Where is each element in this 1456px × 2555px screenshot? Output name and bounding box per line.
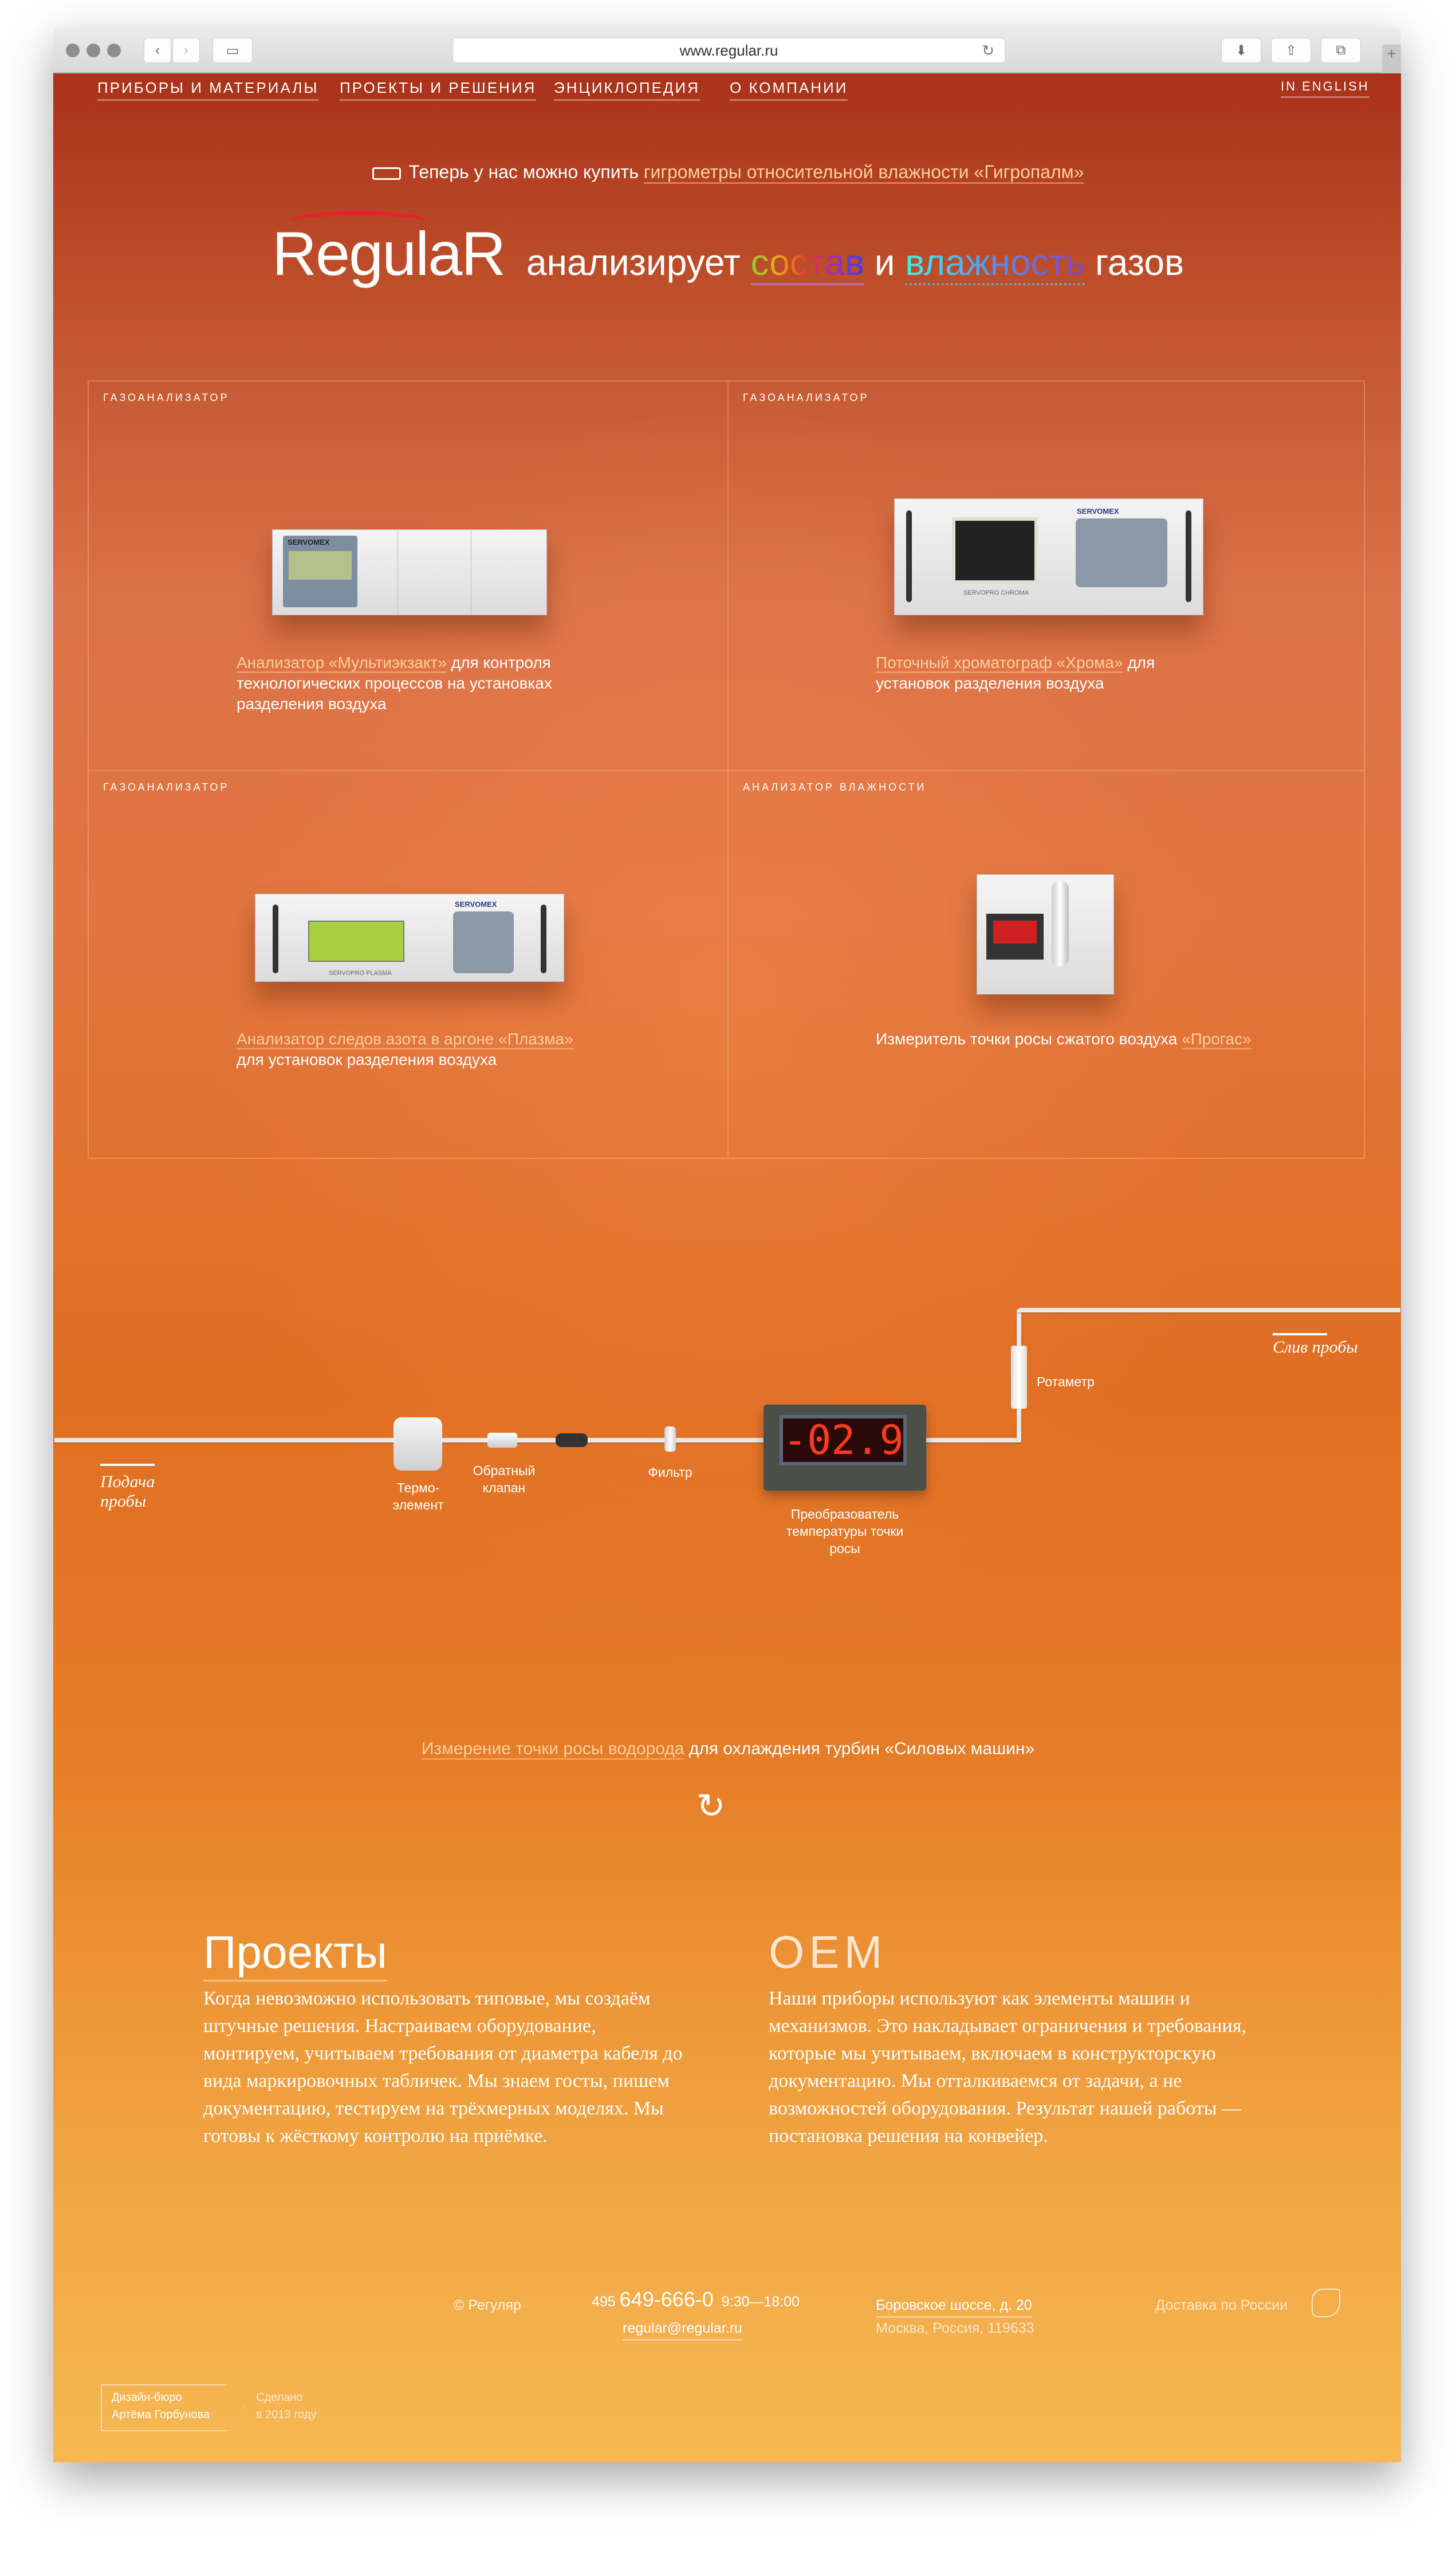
email-link[interactable]: regular@regular.ru [623, 2317, 742, 2341]
product-caption: Анализатор «Мультиэкзакт» для контроля т… [237, 654, 552, 713]
phone-number[interactable]: 649-666-0 [619, 2287, 714, 2311]
back-button[interactable]: ‹ [144, 38, 171, 63]
case-link[interactable]: Измерение точки росы водорода [421, 1739, 684, 1760]
page-content [53, 73, 1401, 2462]
product-grid: ГАЗОАНАЛИЗАТОР SERVOMEX Анализатор «Муль… [88, 380, 1365, 1159]
projects-heading-link[interactable]: Проекты [203, 1925, 388, 1982]
city-text: Москва, Россия, 119633 [876, 2320, 1034, 2336]
pipe [54, 1438, 1021, 1442]
multiexact-device-image: SERVOMEX [272, 529, 547, 615]
share-icon[interactable]: ⇧ [1271, 38, 1311, 63]
rotameter-label: Ротаметр [1037, 1374, 1095, 1389]
nav-english[interactable]: IN ENGLISH [1281, 79, 1370, 98]
url-text: www.regular.ru [679, 41, 778, 59]
temperature-display: -02.9 [780, 1415, 907, 1465]
refresh-icon[interactable]: ↻ [696, 1787, 726, 1825]
converter-label: Преобразователь температуры точки росы [786, 1507, 904, 1556]
oem-heading: OEM [769, 1927, 887, 1978]
projects-section: Проекты Когда невозможно использовать ти… [203, 1925, 690, 2150]
product-category: ГАЗОАНАЛИЗАТОР [103, 392, 230, 403]
product-link[interactable]: Анализатор «Мультиэкзакт» [237, 654, 447, 673]
check-valve-icon [487, 1433, 517, 1448]
plasma-device-image: SERVOMEX SERVOPRO PLASMA [255, 894, 564, 982]
product-caption: Анализатор следов азота в аргоне «Плазма… [237, 1030, 573, 1068]
rotameter-icon [1011, 1346, 1027, 1409]
nav-company[interactable]: О КОМПАНИИ [730, 79, 848, 101]
designer-badge[interactable] [101, 2384, 244, 2431]
inlet-arrow-icon [100, 1464, 155, 1466]
nav-encyclopedia[interactable]: ЭНЦИКЛОПЕДИЯ [554, 79, 700, 101]
product-link[interactable]: Поточный хроматограф «Хрома» [876, 654, 1123, 673]
thermo-element-icon[interactable] [393, 1417, 442, 1471]
download-icon[interactable]: ⬇ [1221, 38, 1261, 63]
oem-text: Наши приборы используют как элементы маш… [769, 1988, 1246, 2147]
product-card-chroma[interactable]: ГАЗОАНАЛИЗАТОР SERVOMEX SERVOPRO CHROMA … [729, 382, 1366, 770]
copyright: © Регуляр [454, 2297, 521, 2313]
case-caption: Измерение точки росы водорода для охлажд… [0, 1739, 1456, 1760]
product-link[interactable]: Анализатор следов азота в аргоне «Плазма… [237, 1030, 573, 1049]
product-caption: Измеритель точки росы сжатого воздуха «П… [876, 1029, 1311, 1049]
inlet-label: Подача пробы [100, 1472, 155, 1511]
product-card-plasma[interactable]: ГАЗОАНАЛИЗАТОР SERVOMEX SERVOPRO PLASMA … [89, 771, 727, 1159]
hero-word: и [874, 242, 895, 283]
product-caption: Поточный хроматограф «Хрома» для установ… [876, 654, 1155, 692]
product-card-multiexact[interactable]: ГАЗОАНАЛИЗАТОР SERVOMEX Анализатор «Муль… [89, 382, 727, 770]
regular-logo[interactable]: RegulaR [272, 211, 506, 288]
browser-toolbar: ‹ › ▭ www.regular.ru ↻ ⬇ ⇧ ⧉ + [53, 27, 1401, 73]
projects-text: Когда невозможно использовать типовые, м… [203, 1988, 683, 2147]
sidebar-icon[interactable]: ▭ [213, 38, 253, 63]
filter-icon [664, 1426, 676, 1452]
hygrometer-icon [372, 167, 401, 180]
hero-word: газов [1095, 242, 1184, 283]
chroma-device-image: SERVOMEX SERVOPRO CHROMA [894, 498, 1203, 615]
filter-label: Фильтр [648, 1465, 692, 1480]
product-category: ГАЗОАНАЛИЗАТОР [103, 781, 230, 793]
forward-button[interactable]: › [172, 38, 200, 63]
outlet-label: Слив пробы [1273, 1338, 1358, 1357]
connector-icon [556, 1433, 588, 1447]
product-category: АНАЛИЗАТОР ВЛАЖНОСТИ [743, 781, 927, 793]
progas-device-image [977, 874, 1114, 995]
hero-word: анализирует [526, 242, 741, 283]
hero-title: RegulaR анализирует состав и влажность г… [0, 211, 1456, 289]
thermo-label: Термо-элемент [392, 1480, 444, 1512]
product-card-progas[interactable]: АНАЛИЗАТОР ВЛАЖНОСТИ Измеритель точки ро… [729, 771, 1366, 1159]
promo-text: Теперь у нас можно купить [408, 162, 639, 182]
phone-block: 495 649-666-0 9:30—18:00 [592, 2287, 800, 2311]
new-tab-button[interactable]: + [1382, 45, 1401, 73]
promo-link[interactable]: гигрометры относительной влажности «Гигр… [643, 162, 1084, 184]
zoom-window-button[interactable] [107, 44, 121, 57]
pipe [1017, 1308, 1400, 1312]
nav-projects[interactable]: ПРОЕКТЫ И РЕШЕНИЯ [340, 79, 537, 101]
tabs-icon[interactable]: ⧉ [1321, 38, 1361, 63]
hero-composition-link[interactable]: состав [750, 242, 864, 285]
address-bar[interactable]: www.regular.ru ↻ [452, 38, 1005, 63]
valve-label: Обратный клапан [473, 1463, 536, 1495]
promo-banner: Теперь у нас можно купить гигрометры отн… [0, 162, 1456, 184]
outlet-arrow-icon [1273, 1333, 1327, 1335]
russia-map-icon [1312, 2289, 1340, 2317]
address-link[interactable]: Боровское шоссе, д. 20 [876, 2294, 1032, 2318]
delivery-link[interactable]: Доставка по России [1155, 2297, 1288, 2313]
dew-point-converter[interactable]: -02.9 [764, 1405, 926, 1491]
product-category: ГАЗОАНАЛИЗАТОР [743, 392, 869, 403]
reload-icon[interactable]: ↻ [982, 41, 994, 59]
close-window-button[interactable] [66, 44, 80, 57]
hero-humidity-link[interactable]: влажность [905, 242, 1085, 285]
minimize-window-button[interactable] [86, 44, 100, 57]
oem-section: OEM Наши приборы используют как элементы… [769, 1925, 1256, 2150]
browser-window: ‹ › ▭ www.regular.ru ↻ ⬇ ⇧ ⧉ + [53, 27, 1401, 2462]
nav-instruments[interactable]: ПРИБОРЫ И МАТЕРИАЛЫ [97, 79, 319, 101]
product-link[interactable]: «Прогас» [1182, 1030, 1252, 1049]
